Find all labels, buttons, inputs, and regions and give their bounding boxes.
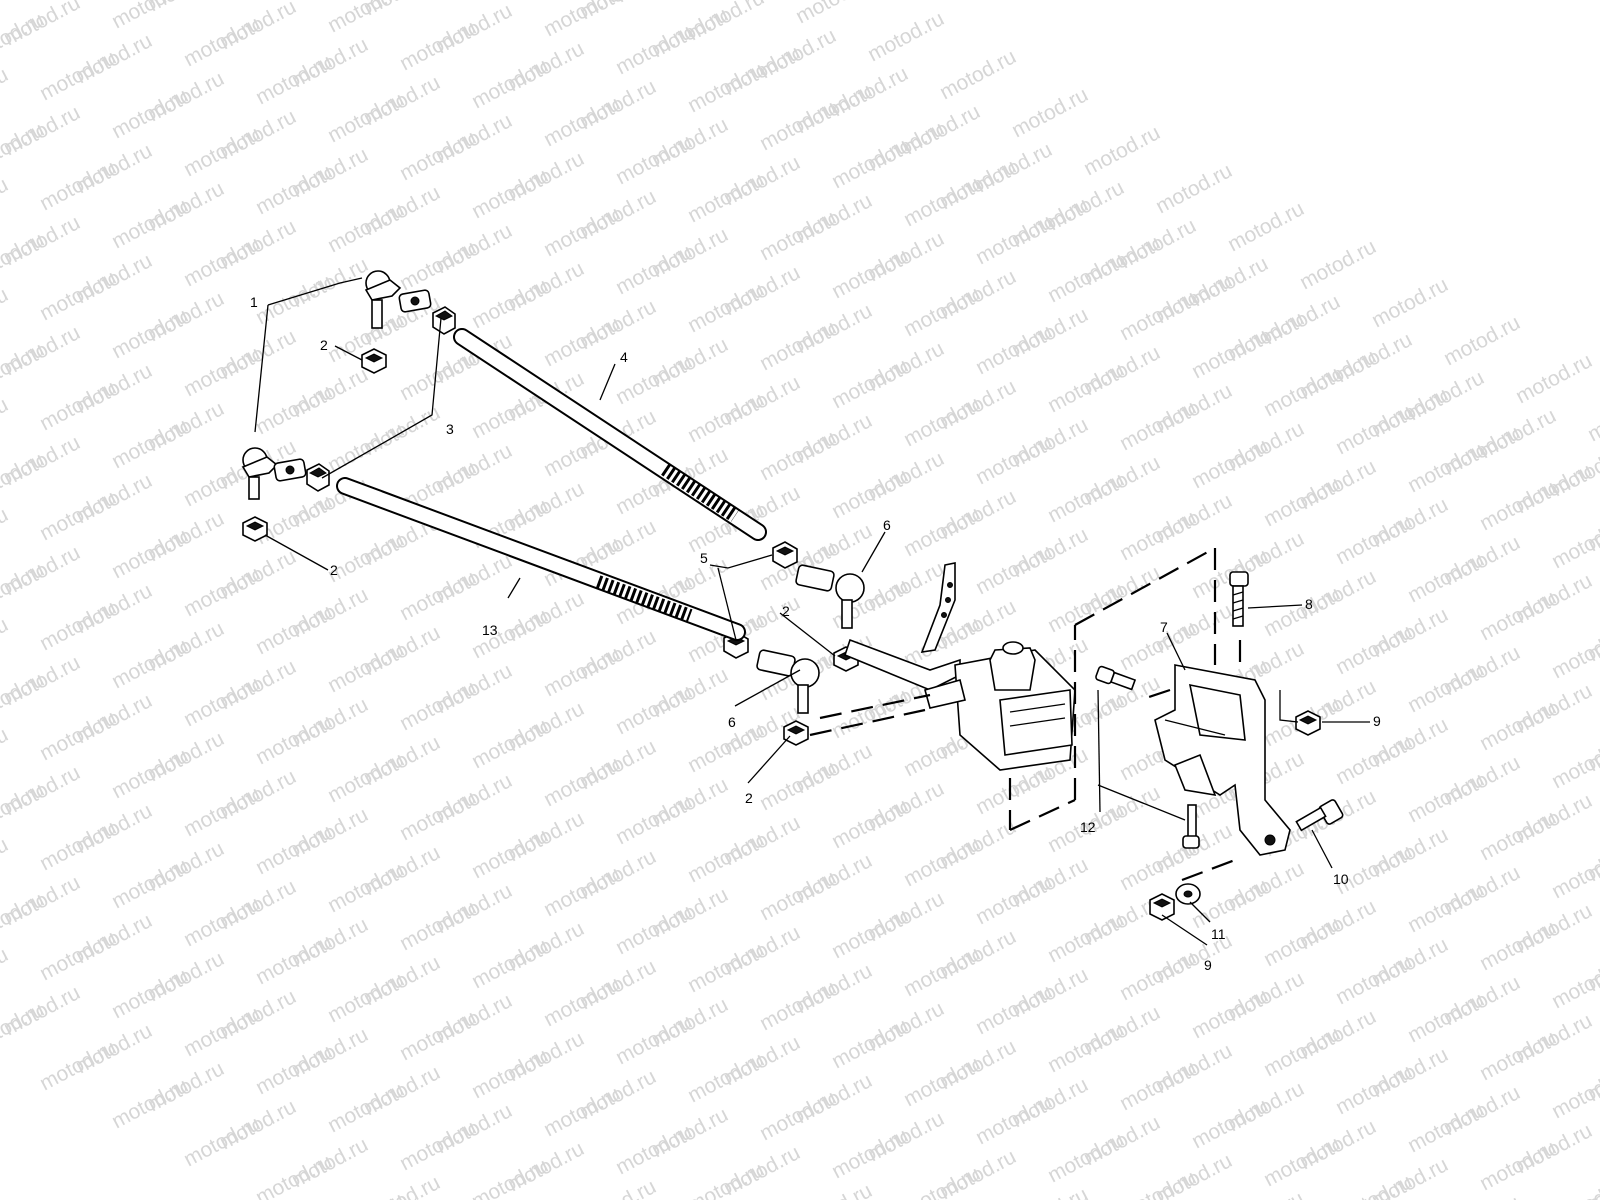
- callout-2-mid: 2: [782, 603, 790, 619]
- callout-numbers: 1 2 3 4 2 13 5 6 2 6 2 7 8 9 12 10 11 9: [250, 294, 1381, 973]
- callout-3: 3: [446, 421, 454, 437]
- assembly-dashed-lines: [809, 547, 1242, 882]
- callout-9-bottom: 9: [1204, 957, 1212, 973]
- callout-7: 7: [1160, 619, 1168, 635]
- nut-9-bottom: [1149, 893, 1175, 921]
- callout-12: 12: [1080, 819, 1096, 835]
- callout-1: 1: [250, 294, 258, 310]
- nut-3-upper: [432, 306, 456, 335]
- callout-4: 4: [620, 349, 628, 365]
- callout-2-left: 2: [330, 562, 338, 578]
- ball-joint-upper: [364, 270, 432, 329]
- callout-2-bottom: 2: [745, 790, 753, 806]
- mounting-bracket-7: [1154, 664, 1291, 856]
- bolt-8: [1229, 571, 1249, 627]
- shift-rod-13: [336, 477, 746, 641]
- shift-rod-4: [453, 328, 767, 541]
- nut-2-bottom: [783, 720, 809, 746]
- bolt-12-upper: [1095, 665, 1137, 691]
- nut-2-upper: [361, 348, 387, 374]
- ball-joint-6-upper: [795, 564, 865, 629]
- callout-9-right: 9: [1373, 713, 1381, 729]
- nut-9-right: [1295, 710, 1321, 736]
- callout-11: 11: [1211, 926, 1226, 942]
- washer-11: [1175, 883, 1201, 905]
- callout-13: 13: [482, 622, 498, 638]
- ball-joint-lower: [241, 447, 307, 500]
- callout-6-upper: 6: [883, 517, 891, 533]
- bolt-10: [1295, 799, 1344, 832]
- callout-2-upper: 2: [320, 337, 328, 353]
- nut-5-upper: [772, 541, 798, 569]
- shifter-assembly: [844, 562, 1076, 771]
- leader-lines: [254, 277, 1370, 946]
- callout-10: 10: [1333, 871, 1349, 887]
- nut-3-lower: [306, 463, 330, 492]
- nut-2-lower-left: [242, 516, 268, 542]
- ball-joint-6-lower: [756, 649, 820, 714]
- bolt-12-lower: [1182, 804, 1200, 849]
- callout-5: 5: [700, 550, 708, 566]
- callout-6-lower: 6: [728, 714, 736, 730]
- callout-8: 8: [1305, 596, 1313, 612]
